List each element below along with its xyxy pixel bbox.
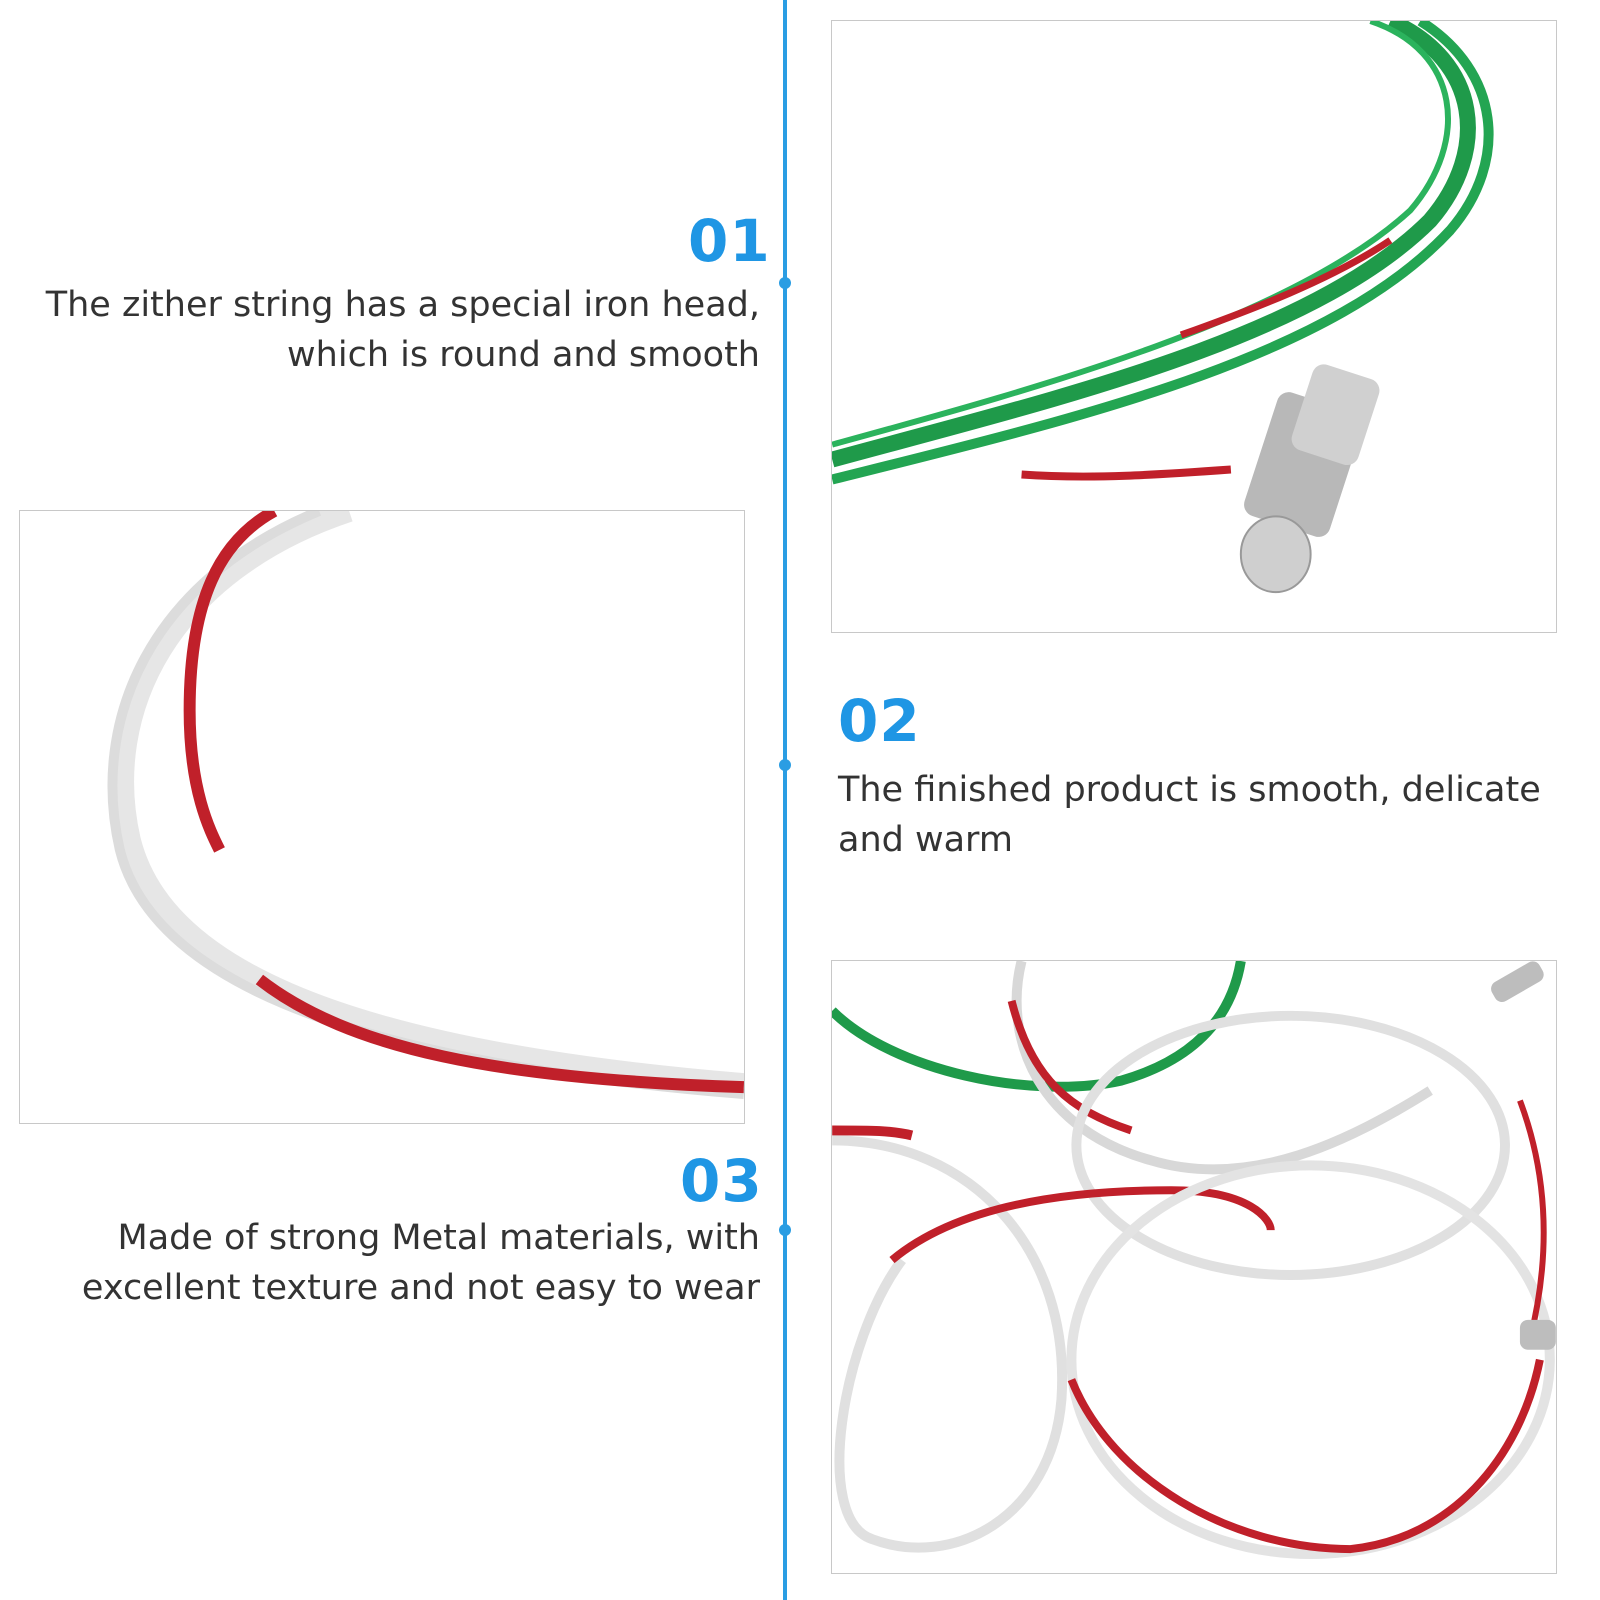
feature-description-2-line-1: The finished product is smooth, delicate: [838, 770, 1541, 810]
feature-description-3: Made of strong Metal materials, with exc…: [0, 1213, 760, 1313]
feature-description-1: The zither string has a special iron hea…: [0, 280, 760, 380]
feature-description-1-line-2: which is round and smooth: [287, 335, 760, 375]
feature-number-2: 02: [838, 687, 921, 755]
feature-description-2: The finished product is smooth, delicate…: [838, 765, 1578, 865]
timeline-dot-3: [779, 1224, 791, 1236]
feature-number-3: 03: [680, 1147, 763, 1215]
string-set-illustration: [832, 961, 1556, 1560]
feature-description-3-line-2: excellent texture and not easy to wear: [81, 1268, 760, 1308]
iron-head-icon: [1239, 364, 1380, 594]
feature-number-1: 01: [688, 207, 771, 275]
photo-red-white-strings: [19, 510, 745, 1124]
feature-description-1-line-1: The zither string has a special iron hea…: [45, 285, 760, 325]
photo-green-string-iron-head: [831, 20, 1557, 633]
timeline-dot-1: [779, 277, 791, 289]
timeline-dot-2: [779, 759, 791, 771]
feature-description-3-line-1: Made of strong Metal materials, with: [117, 1218, 760, 1258]
feature-description-2-line-2: and warm: [838, 820, 1013, 860]
iron-head-icon: [1491, 961, 1556, 1350]
red-white-string-illustration: [107, 511, 744, 1100]
photo-string-set: [831, 960, 1557, 1574]
green-string-illustration: [832, 21, 1494, 594]
timeline-line: [783, 0, 787, 1600]
